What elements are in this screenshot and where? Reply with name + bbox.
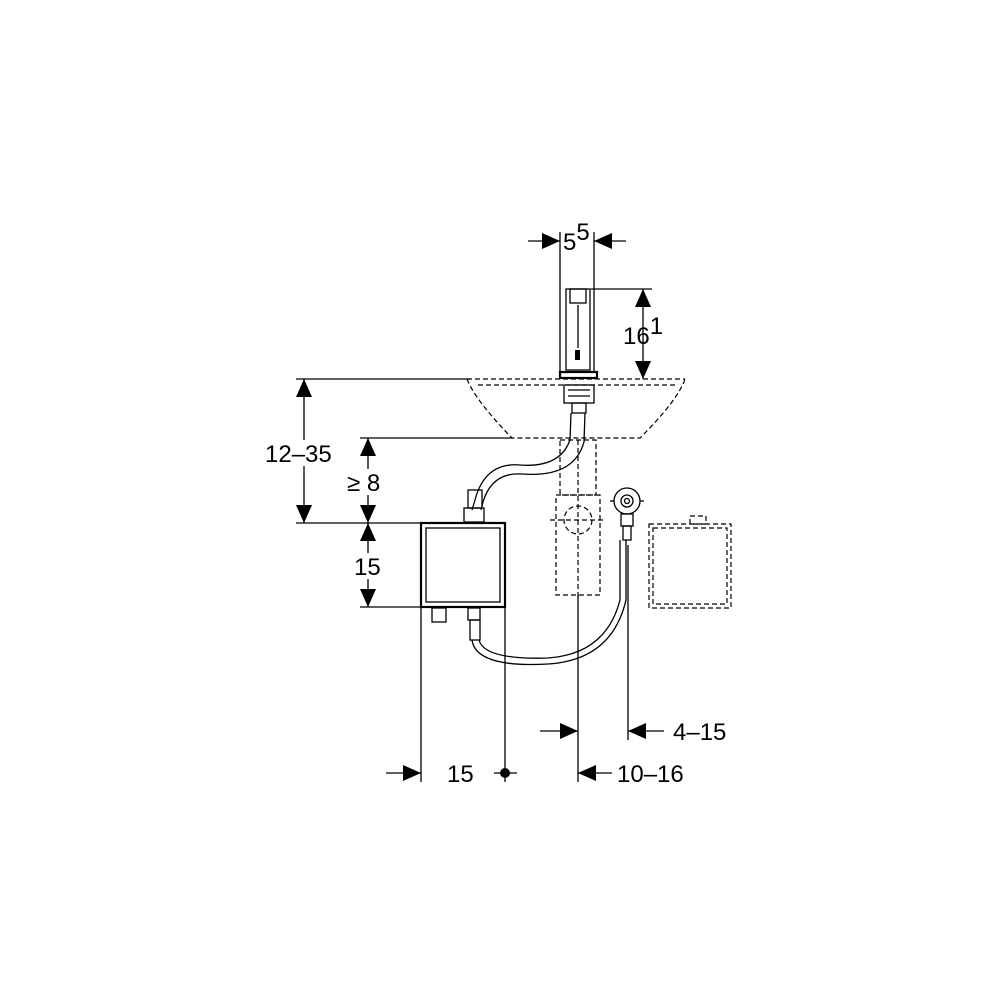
dimension-drain-offset: 10–16 [578, 761, 684, 788]
dimension-box-height: 15 [350, 523, 386, 607]
dimension-box-width: 15 [386, 761, 517, 788]
flex-hose-lower [469, 540, 627, 666]
dimension-box-width-label: 15 [447, 761, 474, 788]
faucet-spout [558, 288, 599, 414]
dimension-spout-height: 161 [623, 289, 663, 379]
dimension-spout-height-label: 161 [623, 313, 663, 350]
dimension-mount-depth: 12–35 [262, 379, 346, 523]
dimension-valve-offset-label: 4–15 [673, 719, 726, 746]
dimension-spout-width-label: 55 [563, 219, 590, 256]
dimension-valve-offset: 4–15 [540, 719, 726, 746]
dimension-box-height-label: 15 [354, 554, 381, 581]
dimension-min-clearance-label: ≥ 8 [347, 470, 380, 497]
extension-lines [296, 232, 652, 782]
flex-hose-upper [463, 412, 586, 523]
dimension-spout-width: 55 [528, 219, 626, 256]
angle-valve [610, 487, 644, 541]
control-box [419, 521, 507, 623]
dimension-mount-depth-label: 12–35 [265, 441, 332, 468]
dimension-drain-offset-label: 10–16 [617, 761, 684, 788]
dimension-min-clearance: ≥ 8 [344, 438, 390, 523]
control-box-side-view [648, 515, 732, 609]
washbasin [466, 378, 686, 439]
siphon [550, 439, 606, 600]
